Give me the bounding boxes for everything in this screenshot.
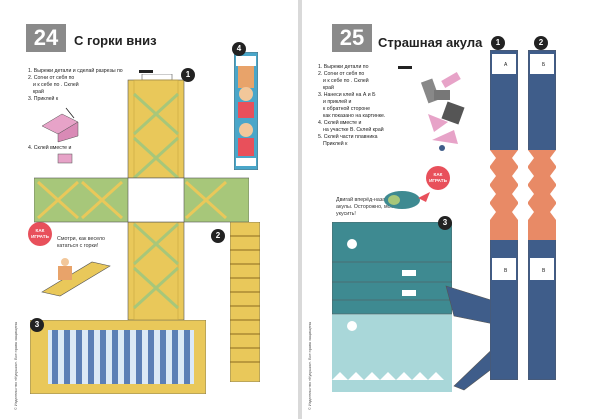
how-to-play-bubble: КАК ИГРАТЬ	[426, 166, 450, 190]
part-badge-3: 3	[30, 318, 44, 332]
page-number-box: 24	[26, 24, 66, 52]
instruction-line: 5. Склей части плавника	[318, 134, 378, 140]
strip-label-a: А	[504, 62, 508, 68]
publisher-credit: © Издательство «Кукушка». Все права защи…	[14, 321, 18, 410]
callout-text: Двигай вперёд-назад хвост акулы. Осторож…	[336, 197, 404, 217]
shark-strip-2	[528, 50, 556, 380]
strip-label-b: Б	[542, 62, 546, 68]
part-badge-3: 3	[438, 216, 452, 230]
instruction-line: и приклей и	[323, 99, 352, 105]
instruction-line: 4. Склей вместе и	[28, 145, 72, 151]
instruction-line: 3. Нанеси клей на А и Б	[318, 92, 376, 98]
instructions: 1. Вырежи детали и сделай разрезы по 2. …	[28, 68, 138, 103]
instruction-line: Приклей к	[323, 141, 348, 147]
publisher-credit: © Издательство «Кукушка». Все права защи…	[308, 321, 312, 410]
instruction-line: как показано на картинке.	[323, 113, 386, 119]
shark-toy-illustration	[384, 191, 430, 209]
instructions: 1. Вырежи детали по 2. Согни от себя по …	[318, 64, 428, 148]
cut-line-symbol	[398, 66, 412, 69]
part-badge-2: 2	[534, 36, 548, 50]
callout-text: Смотри, как весело кататься с горки!	[57, 236, 105, 249]
instruction-line: и к себе по . Склей	[33, 82, 79, 88]
right-page: 25 Страшная акула 1. Вырежи детали по 2.…	[302, 0, 600, 419]
character-strip	[234, 52, 258, 170]
instruction-line: 3. Приклей к	[28, 96, 59, 102]
strip-label-v: В	[504, 268, 508, 274]
shark-strip-1	[490, 50, 518, 380]
left-page: 24 С горки вниз 1. Вырежи детали и сдела…	[0, 0, 298, 419]
instruction-line: к обратной стороне	[323, 106, 371, 112]
book-spine	[298, 0, 302, 419]
page-title: Страшная акула	[378, 35, 483, 50]
part-badge-2: 2	[211, 229, 225, 243]
instruction-line: край	[33, 89, 44, 95]
step-illustrations	[420, 72, 465, 151]
instruction-line: 1. Вырежи детали по	[318, 64, 369, 70]
slide-cutout	[34, 74, 249, 320]
instruction-line: и к себе по . Склей	[323, 78, 369, 84]
slide-surface-strip	[30, 320, 206, 394]
cut-line-symbol	[139, 70, 153, 73]
instruction-line: край	[323, 85, 334, 91]
page-title: С горки вниз	[74, 33, 157, 48]
page-number-box: 25	[332, 24, 372, 52]
how-to-play-bubble: КАК ИГРАТЬ	[28, 222, 52, 246]
shark-body-cutout	[332, 222, 452, 392]
stairs-strip	[230, 222, 260, 382]
instruction-line: 4. Склей вместе и	[318, 120, 362, 126]
step-illustration	[57, 153, 73, 164]
part-badge-4: 4	[232, 42, 246, 56]
strip-label-v: В	[542, 268, 546, 274]
instruction-line: 2. Согни от себя по	[28, 75, 75, 81]
part-badge-1: 1	[181, 68, 195, 82]
step-illustration	[41, 107, 79, 143]
instruction-line: на участке В. Склей край	[323, 127, 384, 133]
instruction-line: 2. Согни от себя по	[318, 71, 365, 77]
assembled-slide-illustration	[38, 252, 118, 300]
part-badge-1: 1	[491, 36, 505, 50]
instruction-line: 1. Вырежи детали и сделай разрезы по	[28, 68, 123, 74]
